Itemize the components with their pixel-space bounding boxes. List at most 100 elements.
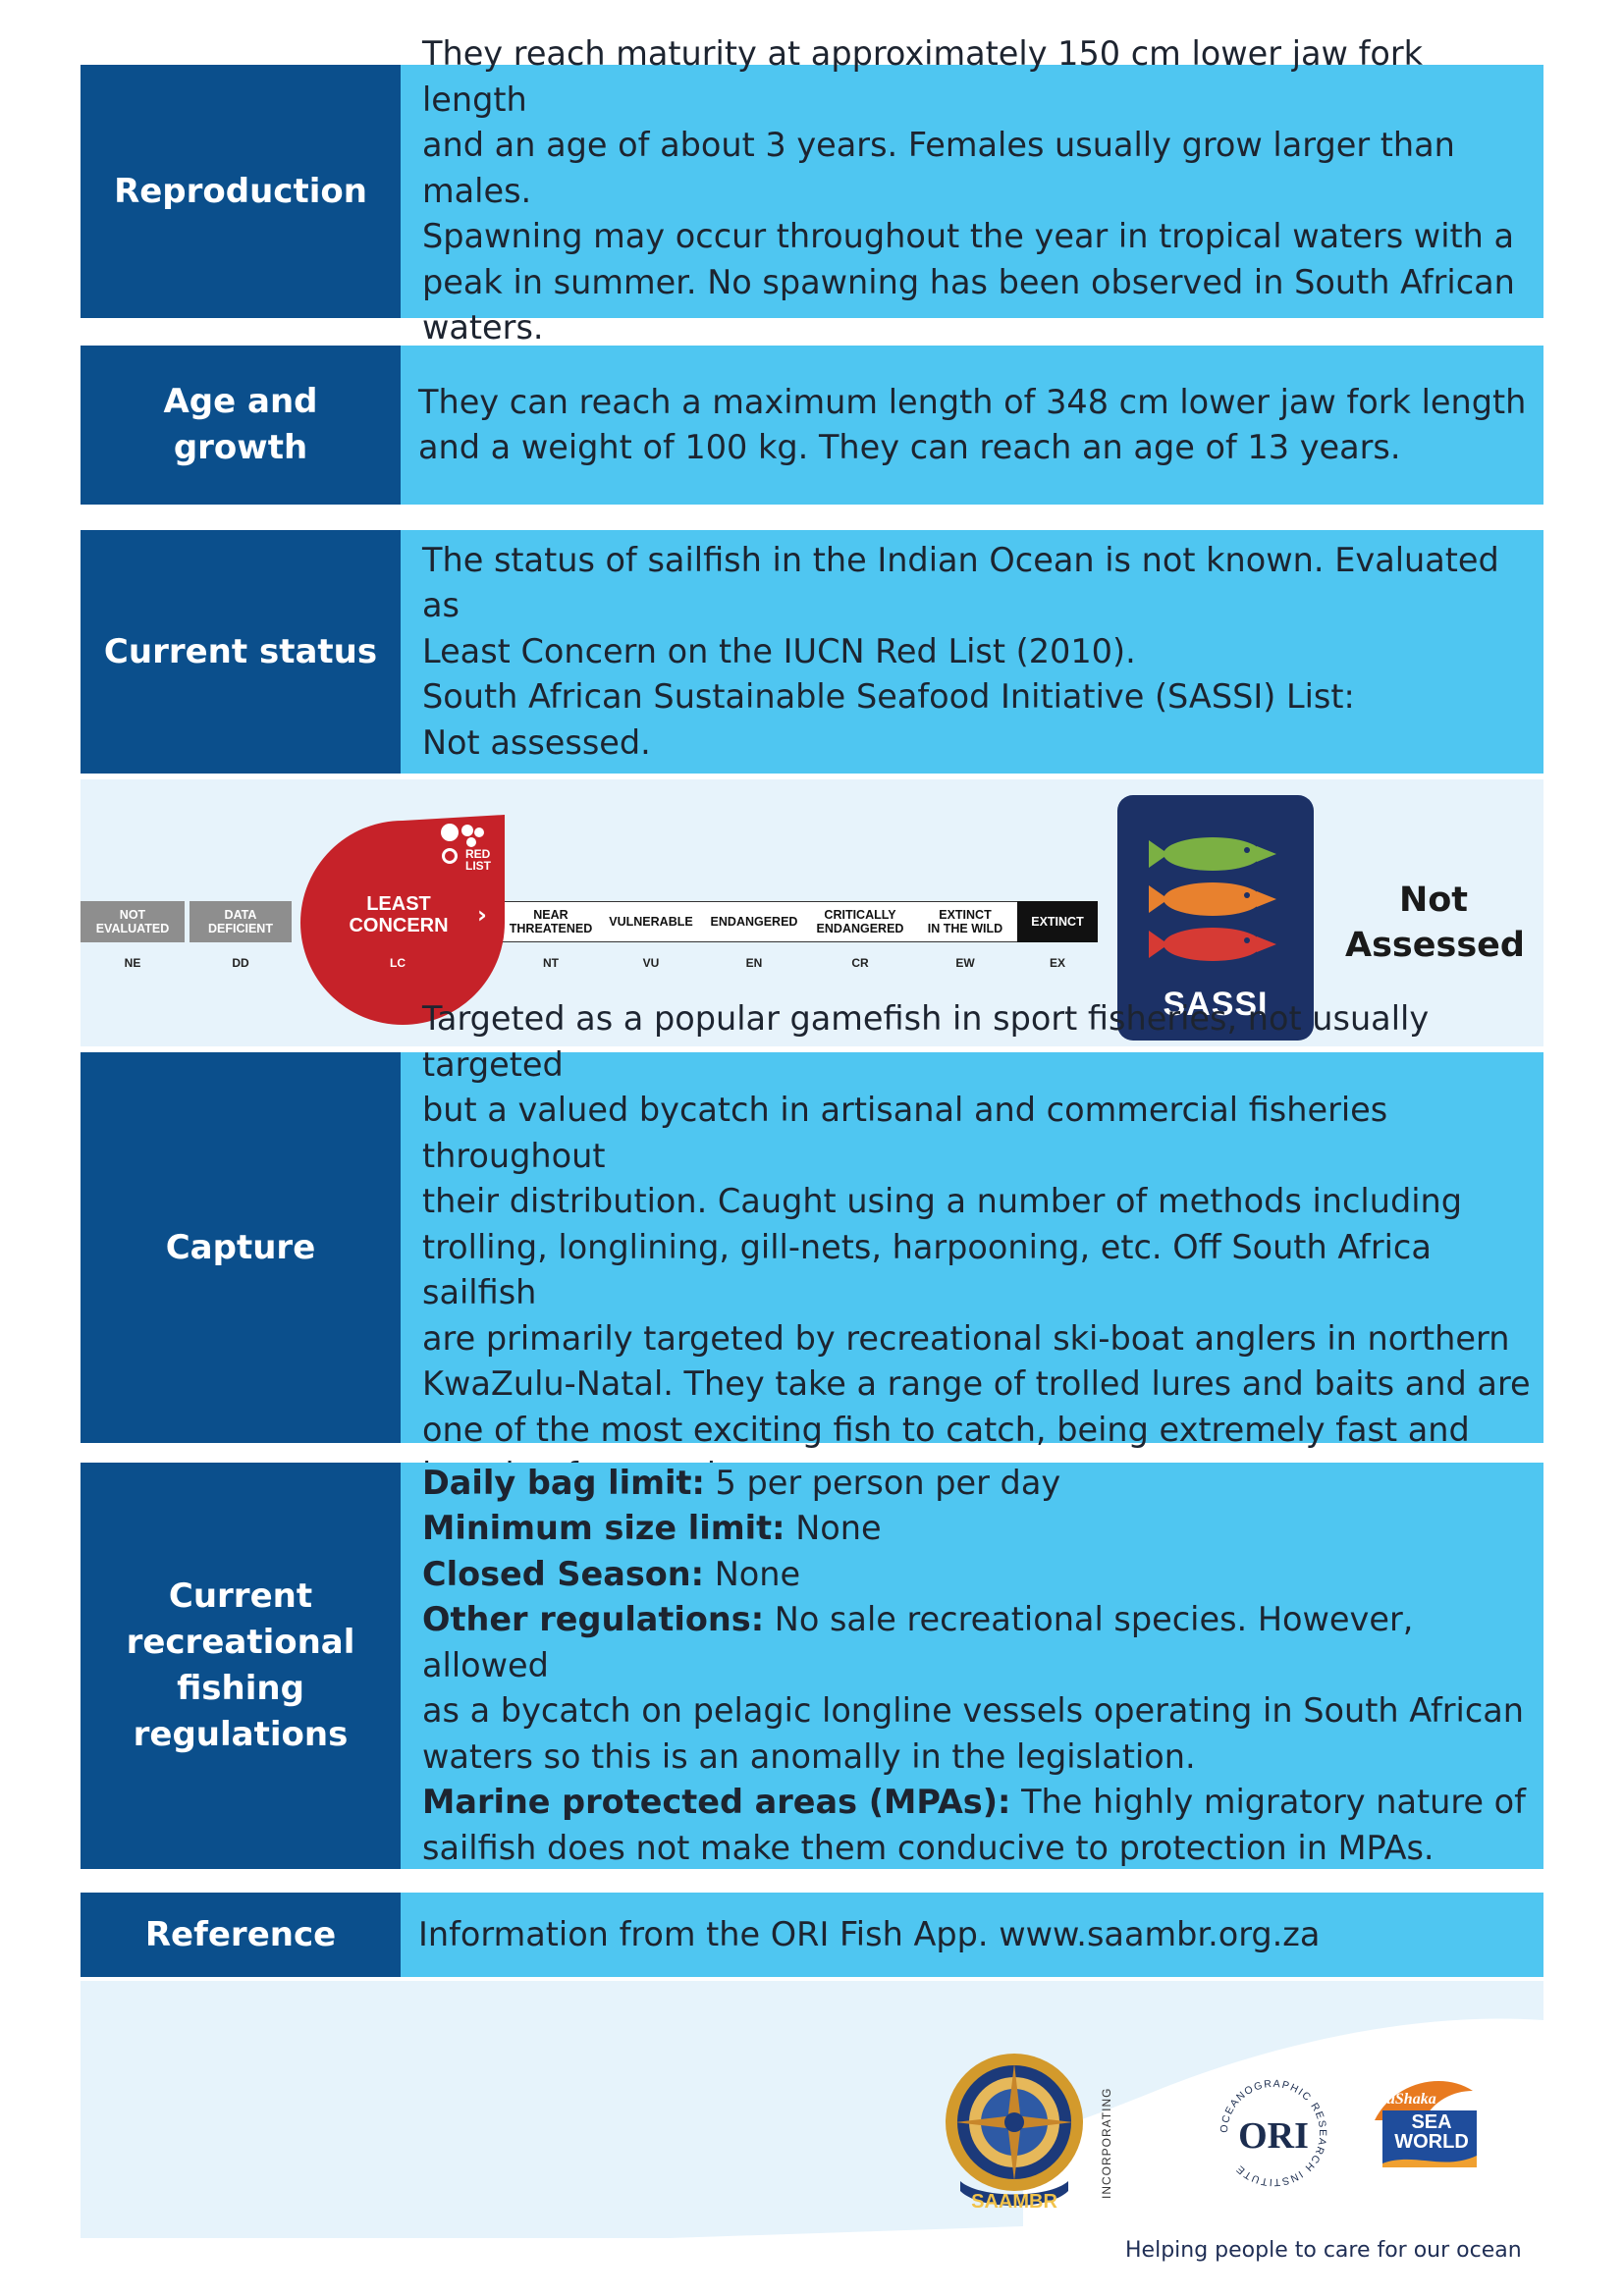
iucn-dd-label: DATA: [224, 908, 257, 922]
seaworld-line: SEA: [1411, 2111, 1452, 2133]
iucn-dd-code: DD: [232, 956, 249, 970]
age-growth-label: Age and growth: [81, 346, 401, 505]
other-regulations-label: Other regulations:: [422, 1600, 765, 1639]
incorporating-text: INCORPORATING: [1100, 2087, 1113, 2199]
current-status-line: Not assessed.: [422, 722, 651, 762]
capture-line: one of the most exciting fish to catch, …: [422, 1410, 1470, 1449]
capture-line: are primarily targeted by recreational s…: [422, 1318, 1510, 1358]
sassi-logo: [1117, 795, 1314, 1041]
closed-season-value: None: [704, 1554, 801, 1593]
current-status-line: The status of sailfish in the Indian Oce…: [422, 540, 1499, 625]
iucn-vu-code: VU: [642, 956, 660, 970]
current-status-line: Least Concern on the IUCN Red List (2010…: [422, 631, 1136, 670]
ori-letters: ORI: [1238, 2115, 1309, 2157]
other-regulations-line: as a bycatch on pelagic longline vessels…: [422, 1691, 1525, 1731]
iucn-dd-label: DEFICIENT: [208, 922, 273, 935]
capture-section: Capture Targeted as a popular gamefish i…: [81, 999, 1543, 1494]
age-growth-section: Age and growth They can reach a maximum …: [81, 346, 1543, 505]
iucn-ne-label: EVALUATED: [95, 922, 170, 935]
ushaka-text: uShaka: [1386, 2091, 1436, 2108]
iucn-en-box: ENDANGERED: [703, 901, 805, 942]
iucn-cr-label: CRITICALLY: [824, 908, 896, 922]
iucn-lc-label-line: LEAST: [366, 893, 431, 915]
saambr-text: SAAMBR: [971, 2191, 1057, 2213]
iucn-ne-code: NE: [124, 956, 141, 970]
iucn-lc-label: LEAST CONCERN: [326, 893, 471, 936]
seaworld-line: WORLD: [1394, 2131, 1469, 2153]
current-status-text: The status of sailfish in the Indian Oce…: [401, 530, 1543, 774]
capture-line: trolling, longlining, gill-nets, harpoon…: [422, 1227, 1432, 1312]
iucn-lc-code: LC: [390, 956, 406, 970]
regulations-label-line: fishing: [177, 1669, 304, 1708]
iucn-nt-label: THREATENED: [509, 922, 593, 935]
fish-red-icon: [1149, 928, 1276, 961]
footer-wave: [81, 2018, 1543, 2256]
iucn-ex-label: EXTINCT: [1031, 915, 1084, 929]
age-growth-line: They can reach a maximum length of 348 c…: [418, 382, 1527, 421]
reproduction-line: and an age of about 3 years. Females usu…: [422, 126, 1455, 210]
iucn-ne-label: NOT: [119, 908, 146, 922]
current-status-line: South African Sustainable Seafood Initia…: [422, 677, 1355, 717]
reproduction-line: waters.: [422, 308, 544, 347]
reproduction-line: They reach maturity at approximately 150…: [422, 34, 1424, 119]
regulations-label-line: regulations: [133, 1715, 349, 1754]
reproduction-text: They reach maturity at approximately 150…: [401, 34, 1543, 347]
iucn-threat-strip: [491, 901, 1098, 942]
iucn-ew-code: EW: [955, 956, 975, 970]
bag-limit-value: 5 per person per day: [704, 1463, 1061, 1502]
age-growth-line: and a weight of 100 kg. They can reach a…: [418, 428, 1401, 466]
iucn-ex-box: EXTINCT: [1017, 901, 1098, 942]
iucn-nt-code: NT: [543, 956, 559, 970]
closed-season-line: Closed Season: None: [422, 1552, 1534, 1598]
reproduction-line: peak in summer. No spawning has been obs…: [422, 262, 1515, 301]
sassi-status-line: Not: [1398, 881, 1469, 920]
current-status-label: Current status: [81, 530, 401, 774]
bag-limit-label: Daily bag limit:: [422, 1463, 705, 1502]
iucn-ex-code: EX: [1049, 956, 1065, 970]
other-regulations-line: Other regulations: No sale recreational …: [422, 1597, 1534, 1688]
regulations-section: Current recreational fishing regulations…: [81, 1463, 1543, 1869]
regulations-label: Current recreational fishing regulations: [81, 1463, 401, 1869]
reference-section: Reference Information from the ORI Fish …: [81, 1893, 1543, 1977]
mpa-line: Marine protected areas (MPAs): The highl…: [422, 1780, 1534, 1826]
fish-green-icon: [1149, 837, 1276, 871]
capture-line: KwaZulu-Natal. They take a range of trol…: [422, 1364, 1531, 1404]
chevron-right-icon: ›: [477, 901, 487, 929]
capture-line: their distribution. Caught using a numbe…: [422, 1182, 1463, 1221]
iucn-vu-label: VULNERABLE: [609, 915, 693, 929]
iucn-en-code: EN: [745, 956, 763, 970]
fish-orange-icon: [1149, 882, 1276, 916]
sassi-status-line: Assessed: [1345, 926, 1525, 965]
reference-text: Information from the ORI Fish App. www.s…: [401, 1893, 1543, 1977]
iucn-ew-label: IN THE WILD: [927, 922, 1003, 935]
reproduction-section: Reproduction They reach maturity at appr…: [81, 34, 1543, 347]
current-status-section: Current status The status of sailfish in…: [81, 530, 1543, 774]
iucn-cr-label: ENDANGERED: [816, 922, 904, 935]
iucn-cr-code: CR: [851, 956, 869, 970]
capture-line: Targeted as a popular gamefish in sport …: [422, 999, 1430, 1084]
other-regulations-line: waters so this is an anomally in the leg…: [422, 1736, 1196, 1776]
reproduction-line: Spawning may occur throughout the year i…: [422, 217, 1515, 256]
sassi-badge-text: SASSI: [1163, 986, 1269, 1023]
seaworld-text: SEA WORLD: [1384, 2112, 1479, 2152]
capture-label: Capture: [81, 1052, 401, 1443]
iucn-ew-label: EXTINCT: [939, 908, 992, 922]
reference-line: Information from the ORI Fish App. www.s…: [418, 1914, 1321, 1953]
ori-logo: OCEANOGRAPHIC RESEARCH INSTITUTE ORI: [1218, 2078, 1327, 2188]
reference-label: Reference: [81, 1893, 401, 1977]
list-word: LIST: [465, 859, 491, 873]
reproduction-label: Reproduction: [81, 65, 401, 318]
age-growth-text: They can reach a maximum length of 348 c…: [401, 346, 1543, 505]
sassi-status: Not Assessed: [1345, 878, 1525, 968]
capture-text: Targeted as a popular gamefish in sport …: [401, 999, 1543, 1494]
size-limit-line: Minimum size limit: None: [422, 1506, 1534, 1552]
iucn-lc-badge: [300, 815, 505, 1025]
other-regulations-value: No sale recreational species. However, a…: [422, 1600, 1414, 1684]
size-limit-value: None: [785, 1509, 882, 1548]
mpa-line: sailfish does not make them conducive to…: [422, 1828, 1435, 1867]
iucn-vu-box: VULNERABLE: [601, 901, 701, 942]
